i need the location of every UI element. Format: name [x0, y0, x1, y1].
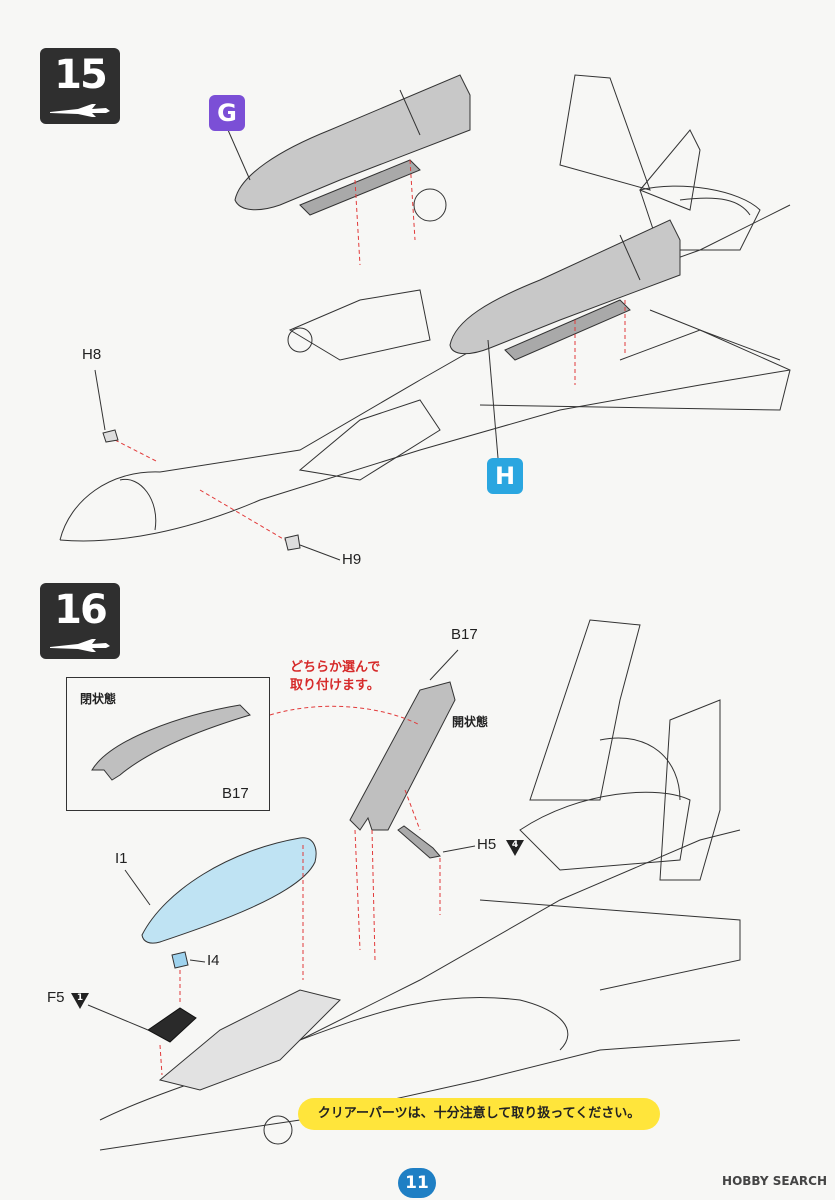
marker-f5-number: 1 [76, 993, 84, 1003]
choice-note: どちらか選んで 取り付けます。 [290, 659, 380, 695]
part-f5-shape [147, 1007, 197, 1043]
step-number: 15 [54, 52, 108, 98]
fuel-tank-g [234, 74, 471, 216]
label-h5: H5 [477, 836, 497, 853]
choice-note-line2: 取り付けます。 [290, 678, 380, 693]
label-h8: H8 [82, 346, 102, 363]
marker-f5: 1 [71, 993, 89, 1009]
label-h9: H9 [342, 551, 362, 568]
choice-note-line1: どちらか選んで [290, 660, 381, 675]
jet-silhouette-icon [50, 104, 110, 117]
clear-parts-caution: クリアーパーツは、十分注意して取り扱ってください。 [298, 1098, 660, 1130]
label-b17: B17 [451, 626, 478, 643]
label-i4: I4 [207, 952, 220, 969]
fuel-tank-h [449, 219, 681, 361]
step-badge-15: 15 [40, 48, 120, 124]
closed-state-label: 閉状態 [80, 692, 117, 706]
page-number: 11 [398, 1168, 436, 1198]
part-i4-shape [171, 951, 189, 969]
part-badge-h: H [487, 458, 523, 494]
step-badge-16: 16 [40, 583, 120, 659]
part-h5-shape [397, 825, 441, 859]
label-f5: F5 [47, 989, 65, 1006]
marker-h5: 4 [506, 840, 524, 856]
canopy-b17-open [349, 681, 456, 831]
watermark: HOBBY SEARCH [722, 1174, 827, 1188]
open-state-label: 開状態 [452, 715, 489, 729]
closed-state-inset [66, 677, 270, 811]
label-b17-inset: B17 [222, 785, 249, 802]
label-i1: I1 [115, 850, 128, 867]
part-badge-g: G [209, 95, 245, 131]
step16-guides [87, 649, 476, 1076]
canopy-i1-clear [141, 837, 317, 944]
step15-aircraft [59, 74, 791, 542]
jet-silhouette-icon [50, 639, 110, 652]
cockpit-tub [158, 989, 341, 1091]
step-number: 16 [54, 587, 108, 633]
marker-h5-number: 4 [511, 840, 519, 850]
canopy-b17-closed [91, 704, 251, 781]
step16-aircraft [99, 619, 741, 1151]
step15-guides [94, 129, 626, 561]
